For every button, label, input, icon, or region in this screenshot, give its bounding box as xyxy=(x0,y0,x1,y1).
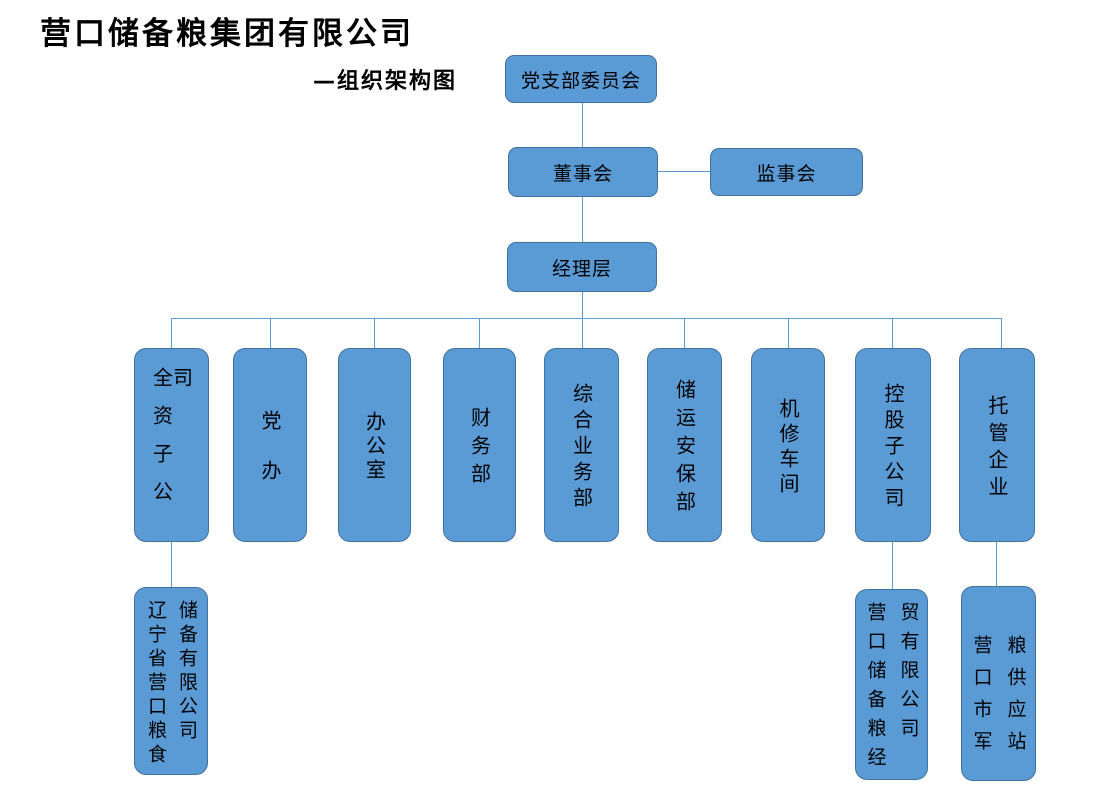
connector-board-to-supervisory xyxy=(658,171,710,172)
page-title: 营口储备粮集团有限公司 xyxy=(40,16,414,52)
org-node-label: 全资子公司 xyxy=(149,367,194,519)
org-node-holding-subsidiary: 控股子公司 xyxy=(855,348,931,542)
org-node-label: 经理层 xyxy=(551,257,612,280)
org-node-comprehensive-business-department: 综合业务部 xyxy=(544,348,619,542)
org-node-general-office: 办公室 xyxy=(338,348,411,542)
org-node-label-column: 储备有限公司 xyxy=(176,600,198,744)
org-node-label: 综合业务部 xyxy=(569,383,594,513)
org-node-label: 党办 xyxy=(258,410,282,510)
org-node-yingkou-military-grain-supply-station: 营口市军 粮供应站 xyxy=(961,586,1036,781)
org-node-label: 控股子公司 xyxy=(881,383,905,513)
connector-management-to-bus xyxy=(582,292,583,348)
org-node-machine-repair-workshop: 机修车间 xyxy=(751,348,825,542)
connector-dept9-to-sub xyxy=(996,542,997,586)
org-node-label-column: 贸有限公司 xyxy=(897,602,920,747)
connector-dept8-to-sub xyxy=(892,542,893,589)
connector-stub-dept-9 xyxy=(1001,318,1002,350)
connector-bus xyxy=(171,318,1002,319)
org-node-label: 储运安保部 xyxy=(672,379,697,519)
org-node-label-column: 营口储备粮经 xyxy=(864,602,887,776)
connector-stub-dept-2 xyxy=(270,318,271,348)
org-node-label: 机修车间 xyxy=(776,397,800,498)
org-node-label: 办公室 xyxy=(362,411,387,483)
org-node-party-branch-committee: 党支部委员会 xyxy=(505,55,657,103)
connector-board-to-management xyxy=(582,197,583,242)
connector-stub-dept-3 xyxy=(374,318,375,348)
connector-stub-dept-7 xyxy=(788,318,789,348)
org-node-label-column: 粮供应站 xyxy=(1004,635,1027,763)
org-node-label: 董事会 xyxy=(552,162,613,185)
connector-stub-dept-1 xyxy=(171,318,172,348)
org-node-board-of-directors: 董事会 xyxy=(508,147,658,197)
connector-stub-dept-8 xyxy=(892,318,893,348)
org-node-label-column: 营口市军 xyxy=(970,635,993,763)
org-node-entrusted-enterprise: 托管企业 xyxy=(959,348,1035,542)
org-node-management-level: 经理层 xyxy=(507,242,657,292)
org-node-label-column: 辽宁省营口粮食 xyxy=(145,600,167,768)
connector-dept1-to-sub xyxy=(171,542,172,587)
org-node-wholly-owned-subsidiary: 全资子公司 xyxy=(134,348,209,542)
org-node-liaoning-yingkou-grain-reserve-co: 辽宁省营口粮食 储备有限公司 xyxy=(134,587,208,775)
org-node-label: 财务部 xyxy=(467,407,492,491)
connector-stub-dept-4 xyxy=(479,318,480,348)
org-node-label: 托管企业 xyxy=(985,394,1009,503)
org-node-storage-transport-security-department: 储运安保部 xyxy=(647,348,722,542)
org-node-label: 监事会 xyxy=(756,162,817,185)
org-node-party-office: 党办 xyxy=(233,348,307,542)
org-node-label: 党支部委员会 xyxy=(520,69,641,92)
org-node-supervisory-board: 监事会 xyxy=(710,148,863,196)
page-subtitle: —组织架构图 xyxy=(313,69,458,94)
connector-party-to-board xyxy=(582,103,583,147)
connector-stub-dept-6 xyxy=(684,318,685,348)
org-node-yingkou-reserve-grain-trade-co: 营口储备粮经 贸有限公司 xyxy=(855,589,928,780)
org-node-finance-department: 财务部 xyxy=(443,348,516,542)
